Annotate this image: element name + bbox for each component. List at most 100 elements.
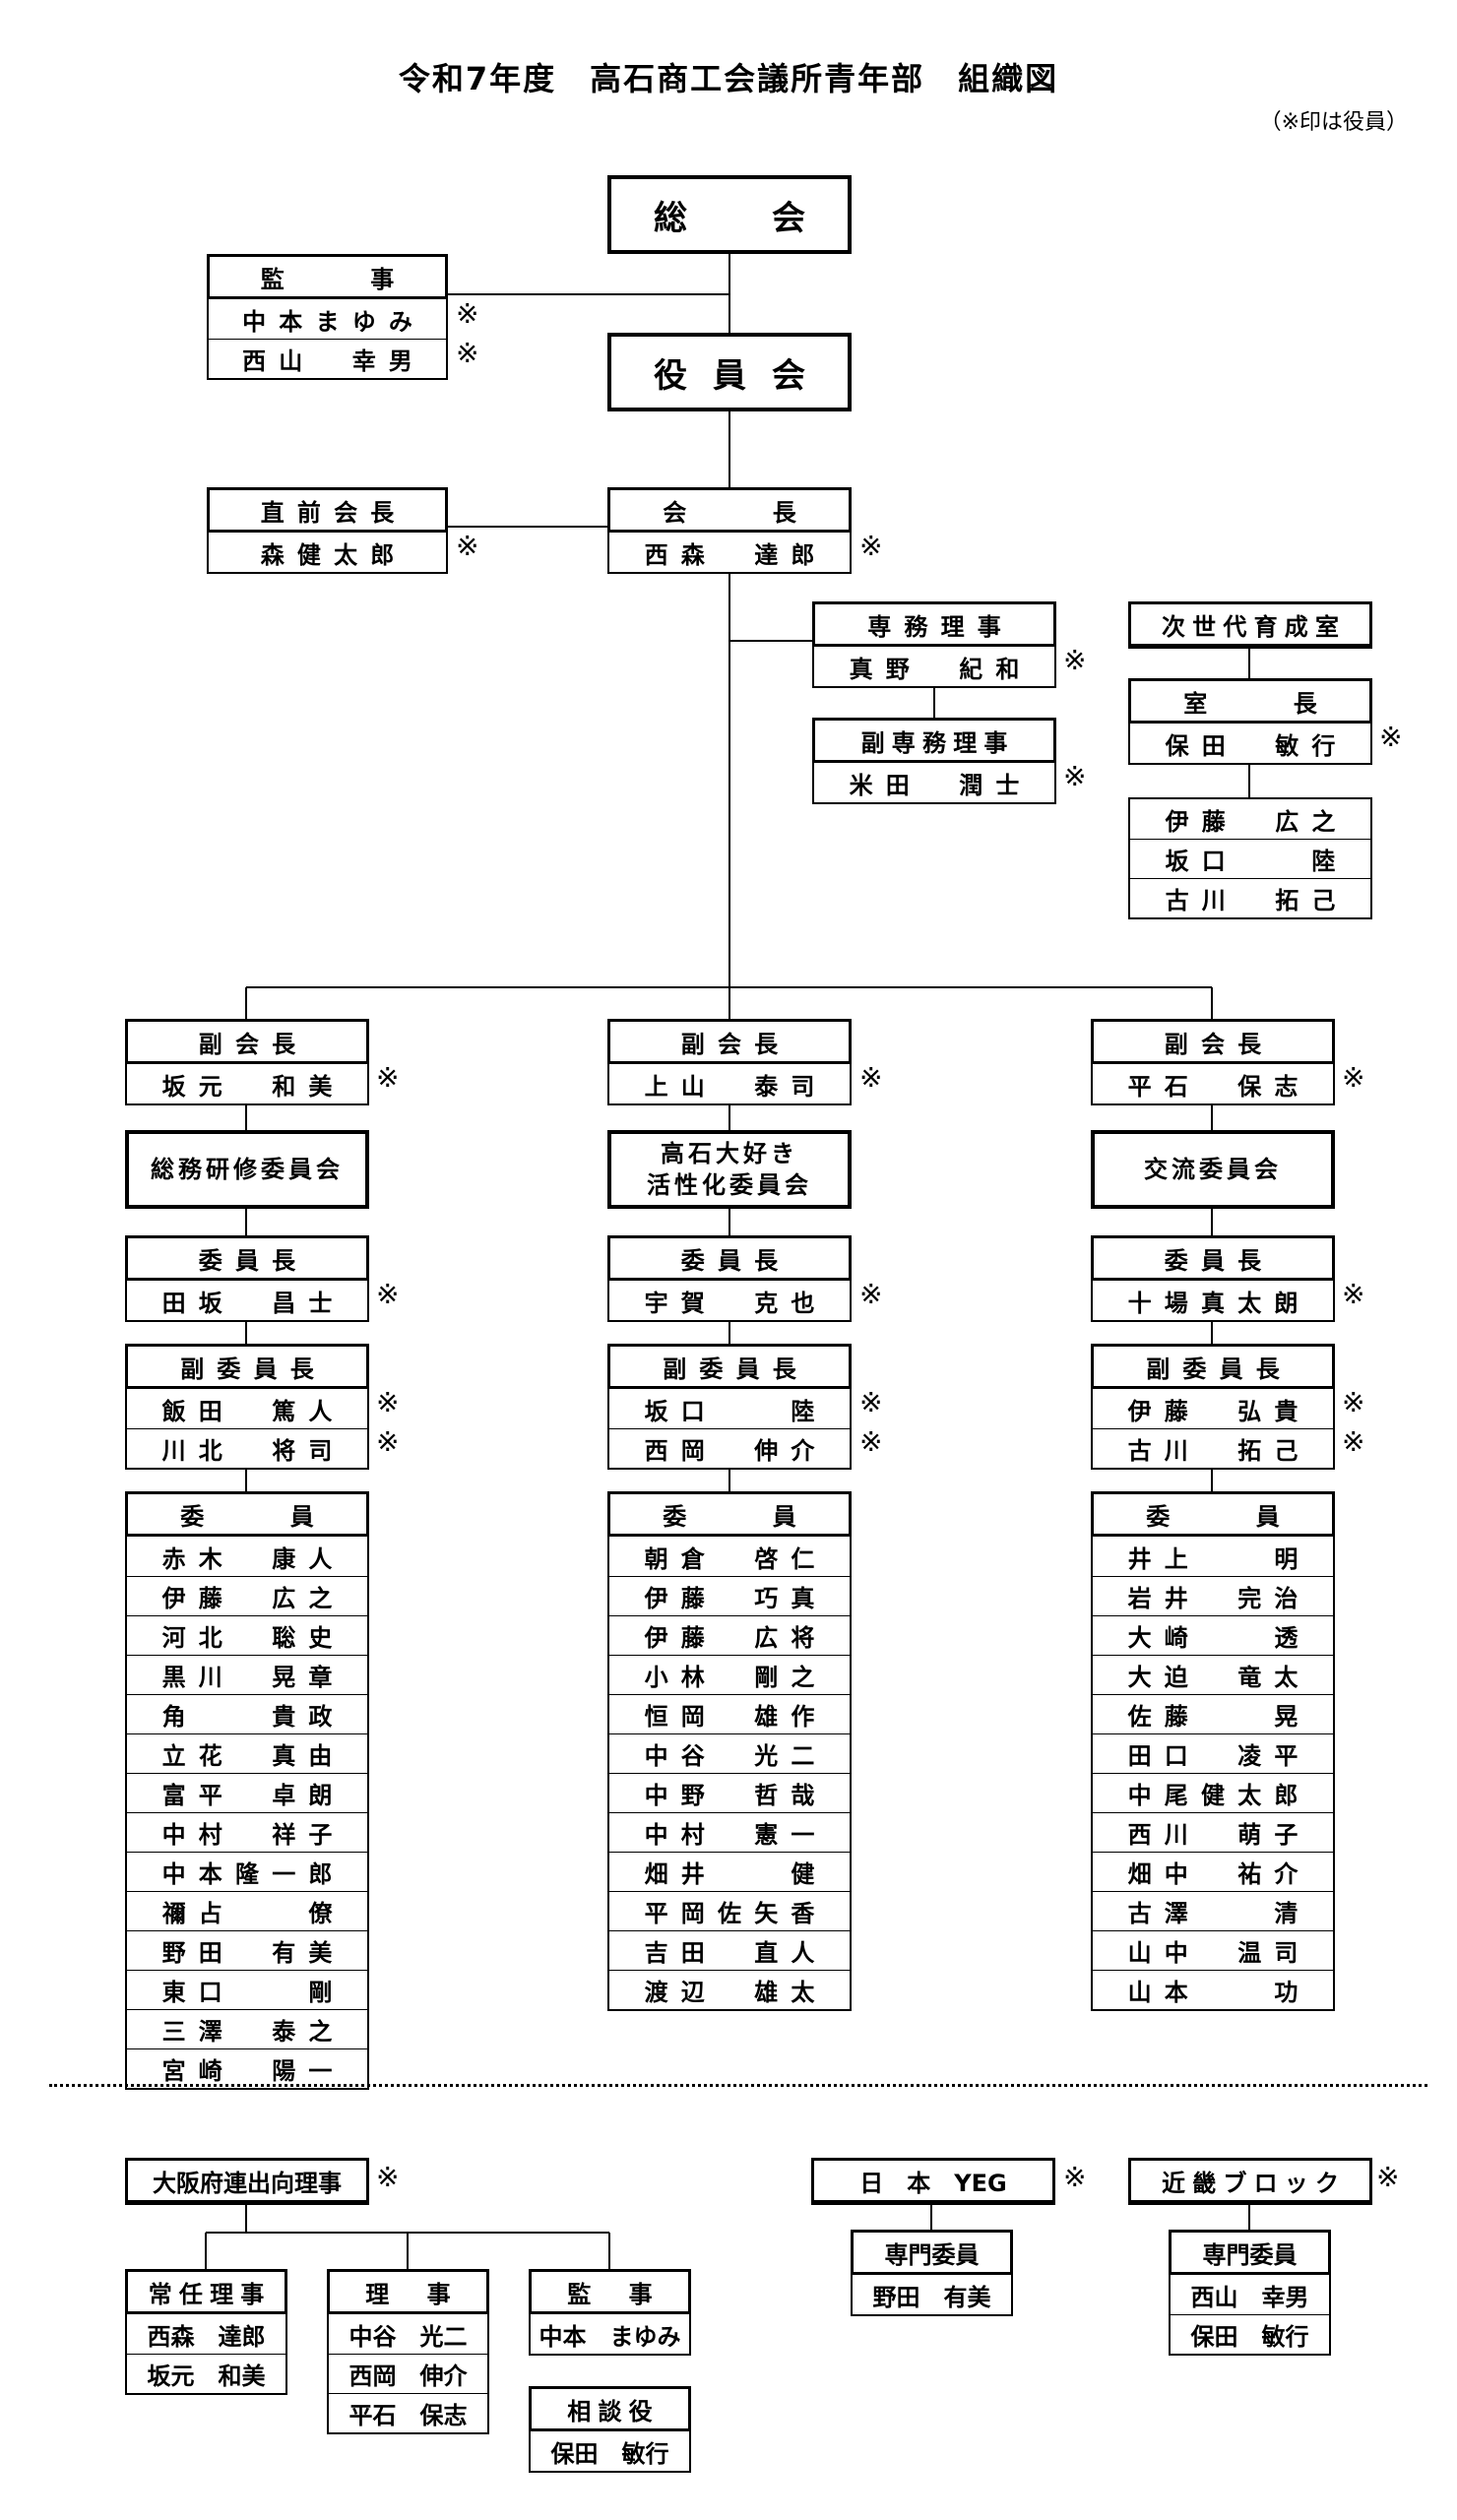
committee-vice-chair-member: 古川 拓己 <box>1127 1437 1311 1465</box>
committee-chair-title: 委員長 <box>198 1246 309 1275</box>
president-box: 会 長 西森 達郎 <box>607 487 852 574</box>
osaka-directors-member: 平石 保志 <box>348 2402 468 2429</box>
osaka-auditor-box: 監 事 中本 まゆみ <box>529 2269 691 2356</box>
next-gen-chief-member: 保田 敏行 <box>1165 731 1349 760</box>
osaka-auditor-title: 監 事 <box>567 2280 660 2308</box>
page-title: 令和7年度 高石商工会議所青年部 組織図 <box>398 60 1059 97</box>
former-president-title: 直前会長 <box>260 498 408 527</box>
vice-president-title: 副会長 <box>198 1030 309 1058</box>
committee-member: 赤木 康人 <box>161 1544 346 1573</box>
section-divider <box>49 2084 1427 2087</box>
committee-member: 大迫 竜太 <box>1127 1664 1311 1691</box>
osaka-advisor-title: 相談役 <box>567 2397 660 2426</box>
committee-member: 小林 剛之 <box>644 1664 828 1691</box>
committee-name: 高石大好き 活性化委員会 <box>607 1130 852 1209</box>
officer-mark: ※ <box>859 1386 883 1418</box>
officer-mark: ※ <box>456 297 479 330</box>
vice-president-box: 副会長 平石 保志 <box>1091 1019 1335 1105</box>
officer-mark: ※ <box>1342 1425 1365 1458</box>
committee-member: 山中 温司 <box>1127 1939 1311 1967</box>
osaka-standing-title: 常任理事 <box>148 2280 272 2308</box>
japan-committee-member: 野田 有美 <box>872 2283 991 2311</box>
osaka-advisor-member: 保田 敏行 <box>550 2439 669 2468</box>
officer-mark: ※ <box>1063 644 1087 676</box>
officer-mark: ※ <box>456 530 479 562</box>
committee-vice-chair-box: 副委員長 坂口 陸 西岡 伸介 <box>607 1344 852 1470</box>
committee-member: 田口 凌平 <box>1127 1742 1311 1770</box>
officer-mark: ※ <box>1379 721 1403 753</box>
committee-members-box: 委 員 朝倉 啓仁 伊藤 巧真 伊藤 広将 小林 剛之 恒岡 雄作 中谷 光二 … <box>607 1491 852 2011</box>
officer-mark: ※ <box>376 1278 400 1310</box>
committee-member: 中本隆一郎 <box>161 1860 346 1888</box>
committee-members-box: 委 員 井上 明 岩井 完治 大崎 透 大迫 竜太 佐藤 晃 田口 凌平 中尾健… <box>1091 1491 1335 2011</box>
president-title: 会 長 <box>663 498 809 527</box>
vice-president-box: 副会長 坂元 和美 <box>125 1019 369 1105</box>
committee-name: 総務研修委員会 <box>125 1130 369 1209</box>
osaka-directors-member: 西岡 伸介 <box>348 2362 468 2390</box>
committee-name: 交流委員会 <box>1091 1130 1335 1209</box>
officers-meeting-box: 役員会 <box>607 333 852 411</box>
officer-mark: ※ <box>1063 760 1087 792</box>
committee-member: 立花 真由 <box>161 1742 346 1770</box>
kinki-block-title: 近畿ブロック <box>1161 2169 1347 2197</box>
committee-vice-chair-title: 副委員長 <box>1146 1354 1293 1383</box>
officer-mark: ※ <box>1063 2161 1087 2193</box>
officer-mark: ※ <box>1342 1278 1365 1310</box>
committee-chair-title: 委員長 <box>680 1246 792 1275</box>
committee-members-box: 委 員 赤木 康人 伊藤 広之 河北 聡史 黒川 晃章 角 貴政 立花 真由 富… <box>125 1491 369 2090</box>
former-president-member: 森健太郎 <box>260 540 408 569</box>
committee-chair-title: 委員長 <box>1164 1246 1275 1275</box>
committee-member: 東口 剛 <box>161 1979 346 2006</box>
general-meeting-box: 総 会 <box>607 175 852 254</box>
committee-vice-chair-box: 副委員長 伊藤 弘貴 古川 拓己 <box>1091 1344 1335 1470</box>
officer-mark: ※ <box>376 2161 400 2193</box>
committee-vice-chair-member: 西岡 伸介 <box>644 1437 828 1465</box>
next-gen-member: 古川 拓己 <box>1165 887 1349 914</box>
officer-mark: ※ <box>376 1061 400 1094</box>
committee-vice-chair-title: 副委員長 <box>180 1354 327 1383</box>
osaka-auditor-member: 中本 まゆみ <box>538 2322 681 2351</box>
committee-member: 黒川 晃章 <box>161 1664 346 1691</box>
vice-executive-director-title: 副専務理事 <box>860 728 1015 757</box>
vice-president-box: 副会長 上山 泰司 <box>607 1019 852 1105</box>
committee-member: 渡辺 雄太 <box>644 1979 828 2006</box>
osaka-directors-member: 中谷 光二 <box>348 2322 468 2351</box>
vice-executive-director-member: 米田 潤士 <box>849 771 1033 799</box>
kinki-committee-member: 西山 幸男 <box>1190 2283 1309 2311</box>
osaka-standing-box: 常任理事 西森 達郎 坂元 和美 <box>125 2269 287 2395</box>
committee-member: 伊藤 巧真 <box>644 1585 828 1612</box>
officer-mark: ※ <box>1342 1386 1365 1418</box>
osaka-advisor-box: 相談役 保田 敏行 <box>529 2386 691 2473</box>
auditor-member: 中本まゆみ <box>242 307 426 336</box>
vice-president-member: 平石 保志 <box>1127 1072 1311 1101</box>
committee-member: 野田 有美 <box>161 1939 346 1967</box>
committee-vice-chair-title: 副委員長 <box>663 1354 809 1383</box>
next-gen-members-box: 伊藤 広之 坂口 陸 古川 拓己 <box>1128 797 1372 919</box>
osaka-director-box: 大阪府連出向理事 <box>125 2158 369 2205</box>
kinki-committee-title: 専門委員 <box>1202 2240 1298 2269</box>
committee-vice-chair-member: 飯田 篤人 <box>161 1397 346 1425</box>
committee-member: 佐藤 晃 <box>1127 1703 1311 1731</box>
vice-president-member: 上山 泰司 <box>644 1072 828 1101</box>
committee-members-title: 委 員 <box>180 1502 327 1531</box>
committee-member: 宮崎 陽一 <box>161 2057 346 2085</box>
auditor-member: 西山 幸男 <box>242 347 426 375</box>
committee-vice-chair-member: 伊藤 弘貴 <box>1127 1397 1311 1425</box>
kinki-committee-box: 専門委員 西山 幸男 保田 敏行 <box>1169 2230 1331 2356</box>
next-gen-member: 坂口 陸 <box>1165 848 1349 875</box>
committee-member: 朝倉 啓仁 <box>644 1544 828 1573</box>
kinki-block-box: 近畿ブロック <box>1128 2158 1372 2205</box>
committee-member: 伊藤 広之 <box>161 1585 346 1612</box>
vice-executive-director-box: 副専務理事 米田 潤士 <box>812 718 1056 804</box>
committee-member: 角 貴政 <box>161 1703 346 1731</box>
committee-member: 畑中 祐介 <box>1127 1860 1311 1888</box>
officer-mark: ※ <box>456 337 479 369</box>
officer-mark: ※ <box>859 1061 883 1094</box>
committee-member: 岩井 完治 <box>1127 1585 1311 1612</box>
committee-member: 中村 憲一 <box>644 1821 828 1849</box>
committee-member: 西川 萌子 <box>1127 1821 1311 1849</box>
next-gen-chief-box: 室 長 保田 敏行 <box>1128 678 1372 765</box>
committee-chair-box: 委員長 宇賀 克也 <box>607 1235 852 1322</box>
kinki-committee-member: 保田 敏行 <box>1190 2323 1309 2351</box>
